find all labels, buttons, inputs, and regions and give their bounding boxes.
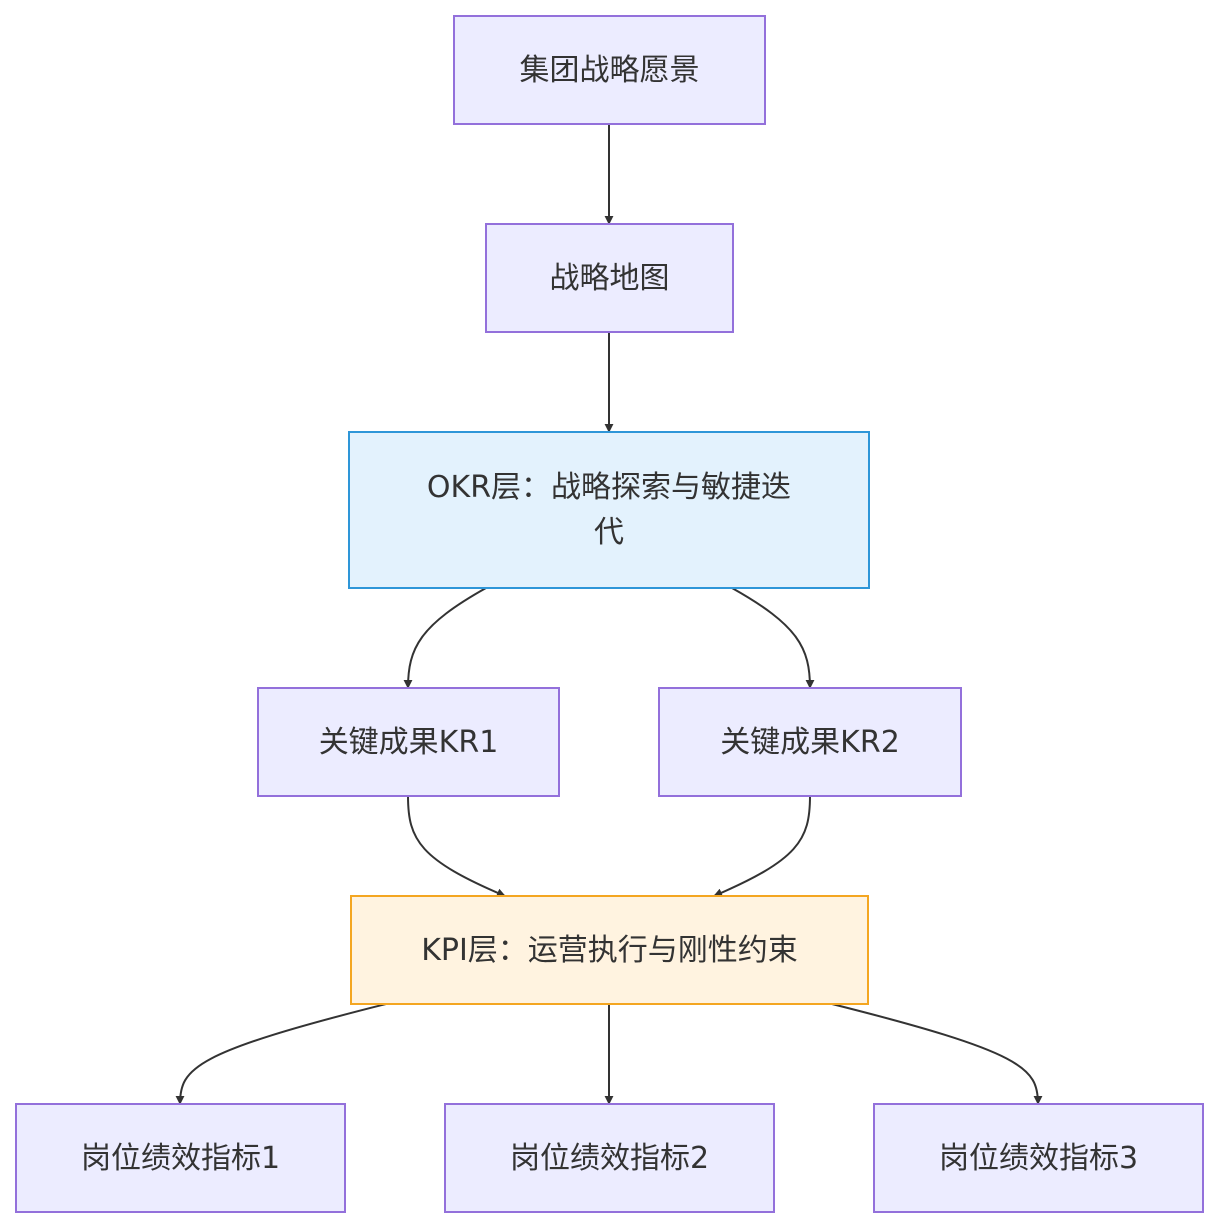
node-post-metric-3-label: 岗位绩效指标3 <box>938 1140 1139 1176</box>
node-vision: 集团战略愿景 <box>453 15 766 125</box>
edge-okr-to-kr1 <box>403 587 487 689</box>
node-post-metric-3: 岗位绩效指标3 <box>873 1103 1204 1213</box>
node-kpi-layer: KPI层：运营执行与刚性约束 <box>350 895 869 1005</box>
node-kr1-label: 关键成果KR1 <box>318 724 499 760</box>
node-post-metric-1: 岗位绩效指标1 <box>15 1103 346 1213</box>
node-strategy-map-label: 战略地图 <box>549 260 670 296</box>
node-post-metric-1-label: 岗位绩效指标1 <box>80 1140 281 1176</box>
node-post-metric-2: 岗位绩效指标2 <box>444 1103 775 1213</box>
edge-okr-to-kr2 <box>731 587 815 689</box>
edge-kpi-to-post3 <box>831 1003 1043 1105</box>
node-post-metric-2-label: 岗位绩效指标2 <box>509 1140 710 1176</box>
edge-kr2-to-kpi <box>713 795 811 897</box>
node-kr1: 关键成果KR1 <box>257 687 560 797</box>
node-vision-label: 集团战略愿景 <box>519 52 700 88</box>
node-strategy-map: 战略地图 <box>485 223 734 333</box>
node-kr2: 关键成果KR2 <box>658 687 962 797</box>
node-kr2-label: 关键成果KR2 <box>720 724 900 760</box>
node-okr-layer: OKR层：战略探索与敏捷迭代 <box>348 431 870 589</box>
node-okr-layer-label: OKR层：战略探索与敏捷迭代 <box>426 470 792 550</box>
edge-kr1-to-kpi <box>407 795 506 897</box>
node-kpi-layer-label: KPI层：运营执行与刚性约束 <box>421 932 798 968</box>
edge-kpi-to-post1 <box>175 1003 387 1105</box>
